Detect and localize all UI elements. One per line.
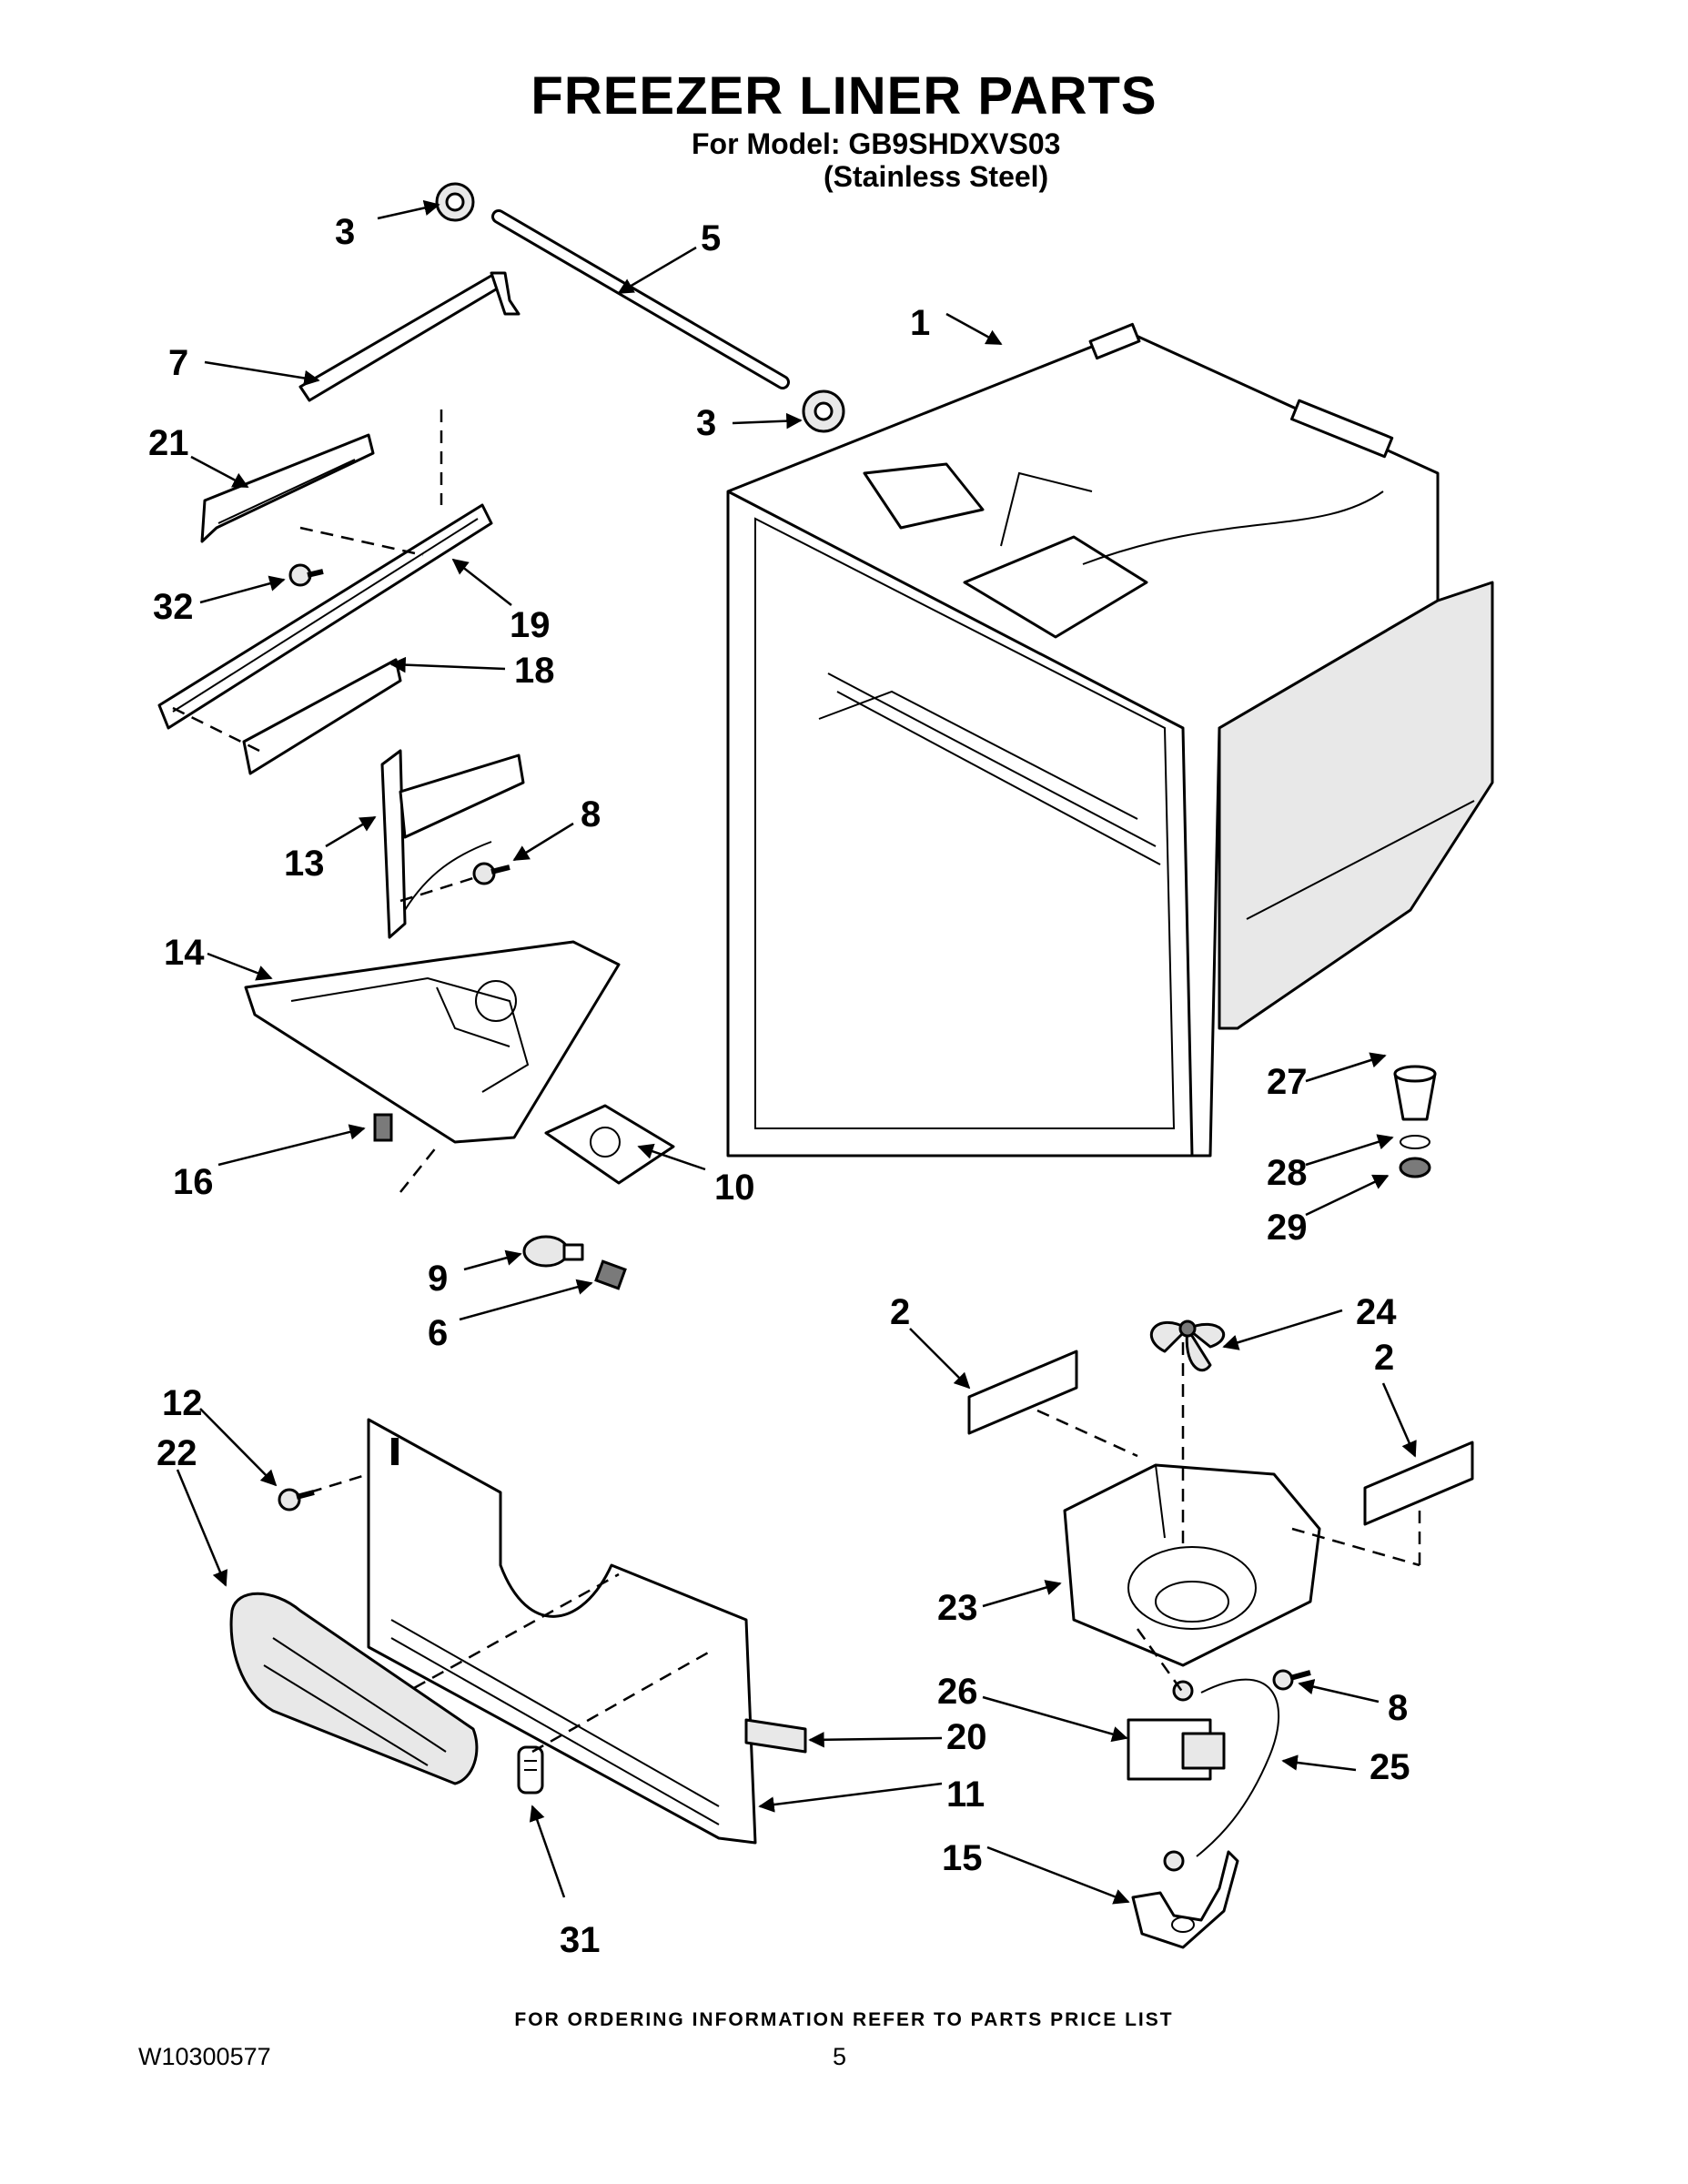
callout-5: 5 xyxy=(701,218,721,258)
callout-19: 19 xyxy=(510,605,551,645)
part-rod xyxy=(491,209,790,389)
callout-23: 23 xyxy=(937,1588,978,1628)
part-thermistor xyxy=(517,1745,544,1795)
callout-28: 28 xyxy=(1267,1153,1308,1193)
part-slide-rail xyxy=(157,503,493,730)
callout-31: 31 xyxy=(560,1920,601,1960)
part-slide-bracket xyxy=(200,433,375,543)
part-screw-8-lower xyxy=(1272,1669,1311,1691)
leader-lines xyxy=(176,199,1417,1905)
part-lamp-socket xyxy=(594,1259,627,1290)
callout-25: 25 xyxy=(1370,1747,1410,1787)
callout-14: 14 xyxy=(164,933,205,973)
callout-6: 6 xyxy=(428,1313,448,1353)
callout-3: 3 xyxy=(335,212,355,252)
variant-line: (Stainless Steel) xyxy=(824,160,1049,193)
part-pad-right xyxy=(1363,1441,1474,1526)
callout-10: 10 xyxy=(714,1168,755,1208)
part-lamp-bulb xyxy=(522,1235,584,1268)
part-screw-12 xyxy=(278,1488,315,1512)
part-fan-motor xyxy=(1127,1680,1226,1781)
document-number: W10300577 xyxy=(138,2043,271,2070)
part-wire-harness xyxy=(1196,1678,1280,1857)
callout-1: 1 xyxy=(910,303,930,343)
part-lower-rail xyxy=(242,658,402,775)
callout-24: 24 xyxy=(1356,1292,1397,1332)
part-side-bracket xyxy=(380,749,525,939)
callout-27: 27 xyxy=(1267,1062,1308,1102)
part-freezer-liner xyxy=(726,322,1494,1158)
part-sheet xyxy=(544,1104,675,1185)
page-title: FREEZER LINER PARTS xyxy=(531,66,1157,126)
part-cover xyxy=(244,940,621,1144)
ordering-note: FOR ORDERING INFORMATION REFER TO PARTS … xyxy=(514,2009,1174,2030)
part-foam-strip xyxy=(744,1718,807,1754)
part-top-rail xyxy=(298,271,521,402)
part-pad-left xyxy=(967,1350,1078,1435)
callout-15: 15 xyxy=(942,1838,983,1878)
part-fan-housing xyxy=(1063,1463,1321,1667)
part-screw-32 xyxy=(288,563,324,587)
page-number: 5 xyxy=(833,2043,847,2070)
callout-7: 7 xyxy=(168,343,188,383)
callout-8: 8 xyxy=(581,794,601,834)
part-screw-8-upper xyxy=(472,862,510,885)
part-clip xyxy=(373,1113,393,1142)
part-drain-cup xyxy=(1393,1065,1437,1121)
callout-22: 22 xyxy=(157,1433,197,1473)
part-gear-top xyxy=(435,182,475,222)
callout-29: 29 xyxy=(1267,1208,1308,1248)
callout-32: 32 xyxy=(153,587,194,627)
callout-13: 13 xyxy=(284,844,325,884)
callout-numbers: 3 5 1 3 7 21 32 19 18 13 8 14 16 10 9 6 … xyxy=(148,212,1410,1960)
callout-3: 3 xyxy=(696,403,716,443)
assembly-lines xyxy=(172,410,1421,1754)
callout-18: 18 xyxy=(514,651,555,691)
callout-26: 26 xyxy=(937,1672,978,1712)
part-grille xyxy=(229,1592,479,1785)
part-gear-right xyxy=(802,389,845,433)
part-o-ring xyxy=(1400,1135,1430,1149)
callout-20: 20 xyxy=(946,1717,987,1757)
callout-16: 16 xyxy=(173,1162,214,1202)
part-motor-bracket xyxy=(1131,1850,1239,1949)
callout-21: 21 xyxy=(148,423,189,463)
callout-2: 2 xyxy=(890,1292,910,1332)
callout-9: 9 xyxy=(428,1259,448,1299)
callout-12: 12 xyxy=(162,1383,203,1423)
part-fan-blade xyxy=(1149,1320,1226,1372)
callout-2: 2 xyxy=(1374,1338,1394,1378)
part-grommet xyxy=(1399,1157,1431,1178)
model-line: For Model: GB9SHDXVS03 xyxy=(692,127,1061,160)
callout-8: 8 xyxy=(1388,1688,1408,1728)
callout-11: 11 xyxy=(946,1774,985,1815)
part-air-duct-panel xyxy=(367,1418,757,1845)
